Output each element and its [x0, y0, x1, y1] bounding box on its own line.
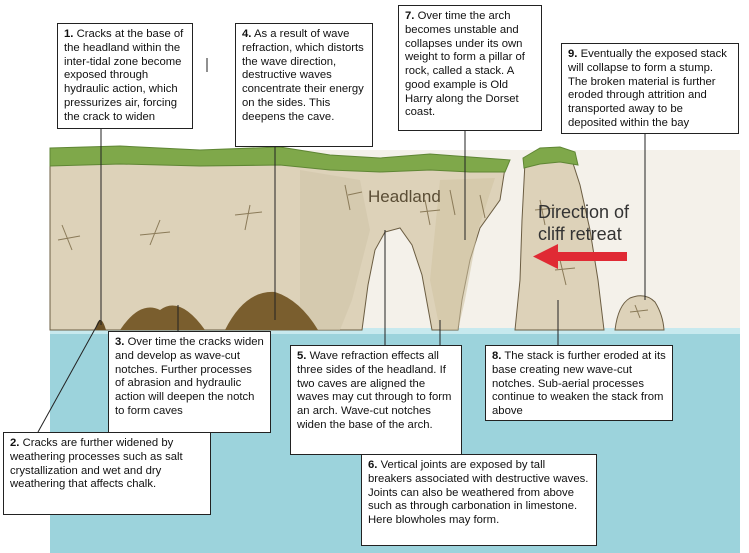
stack-grass [522, 146, 579, 169]
callout-5-number: 5. [297, 350, 307, 362]
callout-9-number: 9. [568, 48, 578, 60]
callout-2-number: 2. [10, 437, 20, 449]
headland-label: Headland [368, 187, 441, 206]
callout-2: 2. Cracks are further widened by weather… [3, 432, 211, 515]
callout-7-text: Over time the arch becomes unstable and … [405, 10, 525, 119]
callout-7: 7. Over time the arch becomes unstable a… [398, 5, 542, 131]
callout-8-text: The stack is further eroded at its base … [492, 350, 666, 418]
callout-4: 4. As a result of wave refraction, which… [235, 23, 373, 147]
callout-8-number: 8. [492, 350, 502, 362]
callout-4-text: As a result of wave refraction, which di… [242, 28, 364, 123]
retreat-label-line2: cliff retreat [538, 224, 622, 244]
cliff-shade [300, 170, 370, 330]
callout-1-text: Cracks at the base of the headland withi… [64, 28, 184, 123]
callout-6-text: Vertical joints are exposed by tall brea… [368, 459, 589, 527]
callout-7-number: 7. [405, 10, 415, 22]
cliff-shade-right [430, 178, 495, 330]
callout-8: 8. The stack is further eroded at its ba… [485, 345, 673, 421]
callout-5: 5. Wave refraction effects all three sid… [290, 345, 462, 455]
callout-2-text: Cracks are further widened by weathering… [10, 437, 183, 491]
headland-grass [49, 145, 511, 173]
cave-left [120, 305, 205, 330]
callout-6: 6. Vertical joints are exposed by tall b… [361, 454, 597, 546]
sea-surface [50, 328, 740, 334]
callout-9-text: Eventually the exposed stack will collap… [568, 48, 727, 129]
callout-1-number: 1. [64, 28, 74, 40]
callout-9: 9. Eventually the exposed stack will col… [561, 43, 739, 134]
callout-3-number: 3. [115, 336, 125, 348]
callout-1: 1. Cracks at the base of the headland wi… [57, 23, 193, 129]
retreat-label-line1: Direction of [538, 202, 630, 222]
joint-lines [57, 184, 649, 319]
retreat-arrow [533, 244, 627, 269]
callout-6-number: 6. [368, 459, 378, 471]
cave-middle [225, 291, 318, 330]
callout-3-text: Over time the cracks widen and develop a… [115, 336, 264, 417]
callout-4-number: 4. [242, 28, 252, 40]
callout-5-text: Wave refraction effects all three sides … [297, 350, 452, 431]
callout-3: 3. Over time the cracks widen and develo… [108, 331, 271, 433]
